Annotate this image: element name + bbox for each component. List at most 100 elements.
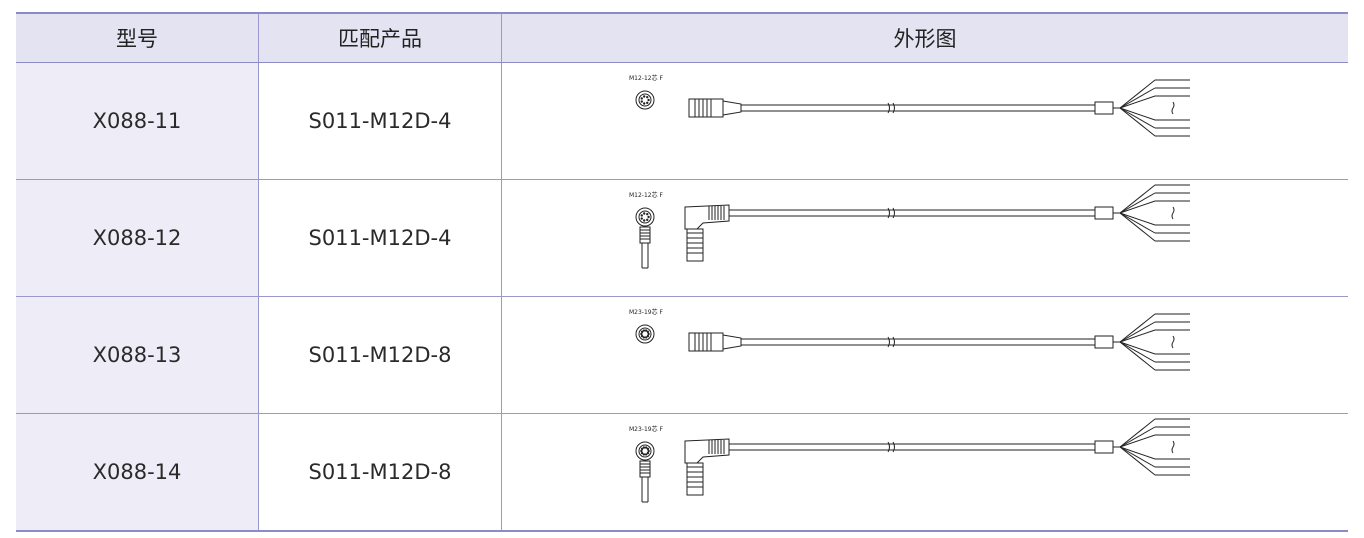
- pin-icon: [640, 217, 643, 220]
- connector-label: M23-19芯 F: [629, 308, 664, 316]
- cell-drawing: M12-12芯 F: [501, 179, 1348, 297]
- cable-break-icon: [887, 207, 890, 219]
- lead-break-icon: [1171, 335, 1175, 349]
- coupling-nut-icon: [686, 228, 704, 262]
- lead-wire-icon: [1119, 192, 1156, 214]
- pin-icon: [640, 449, 643, 453]
- cable-break-icon: [892, 336, 895, 348]
- table-row: X088-13 S011-M12D-8 M23-19芯 F: [16, 296, 1348, 414]
- cell-model: X088-11: [16, 62, 259, 180]
- table-row: X088-11 S011-M12D-4 M12-12芯 F: [16, 62, 1348, 180]
- connector-body-icon: [639, 460, 651, 478]
- pin-icon: [642, 329, 646, 332]
- pin-icon: [647, 449, 650, 453]
- cell-drawing: M23-19芯 F: [501, 296, 1348, 414]
- pin-icon: [647, 98, 650, 102]
- lead-wire-icon: [1119, 341, 1156, 355]
- cable-sleeve-icon: [1094, 101, 1114, 115]
- header-product: 匹配产品: [258, 12, 502, 63]
- cable-drawing: M23-19芯 F: [629, 308, 1190, 371]
- pin-icon: [646, 218, 649, 222]
- lead-wire-icon: [1119, 313, 1156, 343]
- pin-icon: [646, 330, 650, 334]
- connector-face-inner-icon: [638, 444, 652, 458]
- coupling-nut-icon: [686, 462, 704, 496]
- lead-break-icon: [1171, 440, 1175, 454]
- lead-wire-icon: [1119, 434, 1156, 448]
- lead-wire-icon: [1119, 426, 1156, 448]
- cell-model: X088-12: [16, 179, 259, 297]
- lead-wire-icon: [1119, 418, 1156, 448]
- lead-wire-icon: [1119, 341, 1156, 371]
- pin-icon: [642, 95, 646, 98]
- connector-head-icon: [688, 332, 724, 352]
- connector-face-icon: [635, 90, 655, 110]
- cell-drawing: M23-19芯 F: [501, 413, 1348, 532]
- lead-wire-icon: [1119, 212, 1156, 234]
- pin-icon: [640, 334, 644, 338]
- pin-icon: [642, 102, 646, 105]
- lead-wire-icon: [1119, 446, 1156, 468]
- lead-wire-icon: [1119, 212, 1156, 242]
- table-row: X088-14 S011-M12D-8 M23-19芯 F: [16, 413, 1348, 532]
- header-model: 型号: [16, 12, 259, 63]
- cable-sleeve-icon: [1094, 206, 1114, 220]
- cable-drawing: M12-12芯 F: [629, 74, 1190, 137]
- connector-label: M12-12芯 F: [629, 74, 664, 82]
- pin-icon: [646, 451, 650, 455]
- lead-wire-icon: [1119, 329, 1156, 343]
- pin-icon: [640, 451, 644, 455]
- cable-sleeve-icon: [1094, 440, 1114, 454]
- connector-body-icon: [639, 226, 651, 244]
- connector-boot-icon: [722, 334, 742, 350]
- cell-product: S011-M12D-4: [258, 179, 502, 297]
- connector-face-icon: [635, 207, 655, 227]
- cell-model: X088-13: [16, 296, 259, 414]
- cell-product: S011-M12D-4: [258, 62, 502, 180]
- pin-icon: [640, 332, 643, 336]
- pin-icon: [642, 453, 646, 456]
- cable-break-icon: [892, 102, 895, 114]
- lead-wire-icon: [1119, 446, 1156, 460]
- pin-icon: [644, 453, 648, 456]
- connector-head-icon: [688, 98, 724, 118]
- lead-wire-icon: [1119, 212, 1156, 226]
- lead-break-icon: [1171, 206, 1175, 220]
- cable-drawing: M23-19芯 F: [629, 418, 1190, 503]
- pin-icon: [646, 212, 649, 216]
- table-row: X088-12 S011-M12D-4 M12-12芯 F: [16, 179, 1348, 297]
- cable-break-icon: [892, 441, 895, 453]
- connector-label: M23-19芯 F: [629, 425, 664, 433]
- lead-wire-icon: [1119, 184, 1156, 214]
- pin-icon: [646, 334, 650, 338]
- connector-boot-icon: [722, 100, 742, 116]
- connector-face-inner-icon: [638, 327, 652, 341]
- pin-icon: [640, 447, 644, 451]
- pin-icon: [647, 332, 650, 336]
- pin-icon: [640, 214, 643, 217]
- header-drawing: 外形图: [501, 12, 1348, 63]
- cell-product: S011-M12D-8: [258, 413, 502, 532]
- cable-break-icon: [892, 207, 895, 219]
- cable-break-icon: [887, 102, 890, 114]
- pin-icon: [642, 336, 646, 339]
- pin-icon: [646, 101, 649, 105]
- product-table-container: 型号 匹配产品 外形图 X088-11 S011-M12D-4 M12-12芯 …: [16, 12, 1348, 532]
- lead-break-icon: [1171, 101, 1175, 115]
- pin-icon: [644, 446, 648, 449]
- cable-drawing: M12-12芯 F: [629, 184, 1190, 269]
- pin-icon: [640, 330, 644, 334]
- connector-face-inner-icon: [638, 93, 652, 107]
- cell-model: X088-14: [16, 413, 259, 532]
- lead-wire-icon: [1119, 87, 1156, 109]
- pin-icon: [644, 336, 648, 339]
- table-header-row: 型号 匹配产品 外形图: [16, 12, 1348, 63]
- lead-wire-icon: [1119, 341, 1156, 363]
- pin-icon: [644, 329, 648, 332]
- connector-head-icon: [684, 438, 730, 464]
- lead-wire-icon: [1119, 446, 1156, 476]
- pin-icon: [640, 97, 643, 100]
- pin-icon: [642, 212, 646, 215]
- lead-wire-icon: [1119, 321, 1156, 343]
- connector-face-icon: [635, 324, 655, 344]
